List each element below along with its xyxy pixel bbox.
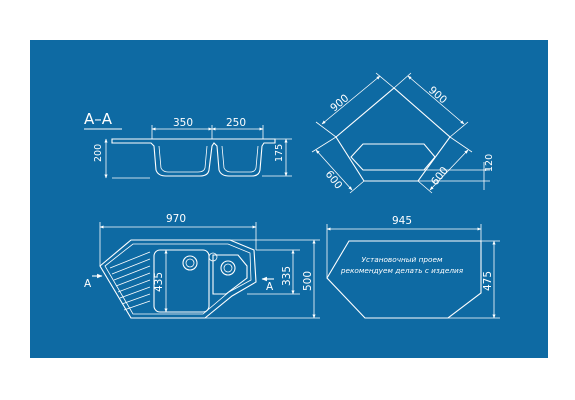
section-view: А–А 350 250 200 175 xyxy=(84,110,292,179)
section-profile xyxy=(111,138,276,177)
cut-marker-left: A xyxy=(84,278,92,290)
main-bowl xyxy=(153,249,210,313)
dim-945: 945 xyxy=(392,215,412,227)
dim-970: 970 xyxy=(166,213,186,225)
cut-marker-right: A xyxy=(266,281,274,293)
dim-120: 120 xyxy=(484,154,495,172)
drainer-grooves xyxy=(109,251,151,311)
plan-view: 970 435 A A 335 500 xyxy=(84,213,320,319)
tap-hole xyxy=(208,252,218,262)
second-bowl-drain xyxy=(220,260,236,276)
plan-outline xyxy=(99,239,257,319)
dim-200: 200 xyxy=(93,144,104,162)
main-bowl-drain xyxy=(182,255,198,271)
blueprint-panel xyxy=(30,40,548,358)
cutout-note-line1: Установочный проем xyxy=(362,255,443,264)
section-label: А–А xyxy=(84,110,113,128)
dim-335: 335 xyxy=(281,266,293,286)
dim-435: 435 xyxy=(153,272,165,292)
dim-175: 175 xyxy=(274,144,285,162)
second-bowl xyxy=(212,254,248,295)
cutout-view: 945 475 Установочный проем рекомендуем д… xyxy=(326,215,500,319)
cutout-outline xyxy=(326,240,482,319)
dim-350: 350 xyxy=(173,117,193,129)
dim-475: 475 xyxy=(482,271,494,291)
dim-500: 500 xyxy=(302,271,314,291)
dim-250: 250 xyxy=(226,117,246,129)
cutout-note-line2: рекомендуем делать с изделия xyxy=(340,266,464,275)
